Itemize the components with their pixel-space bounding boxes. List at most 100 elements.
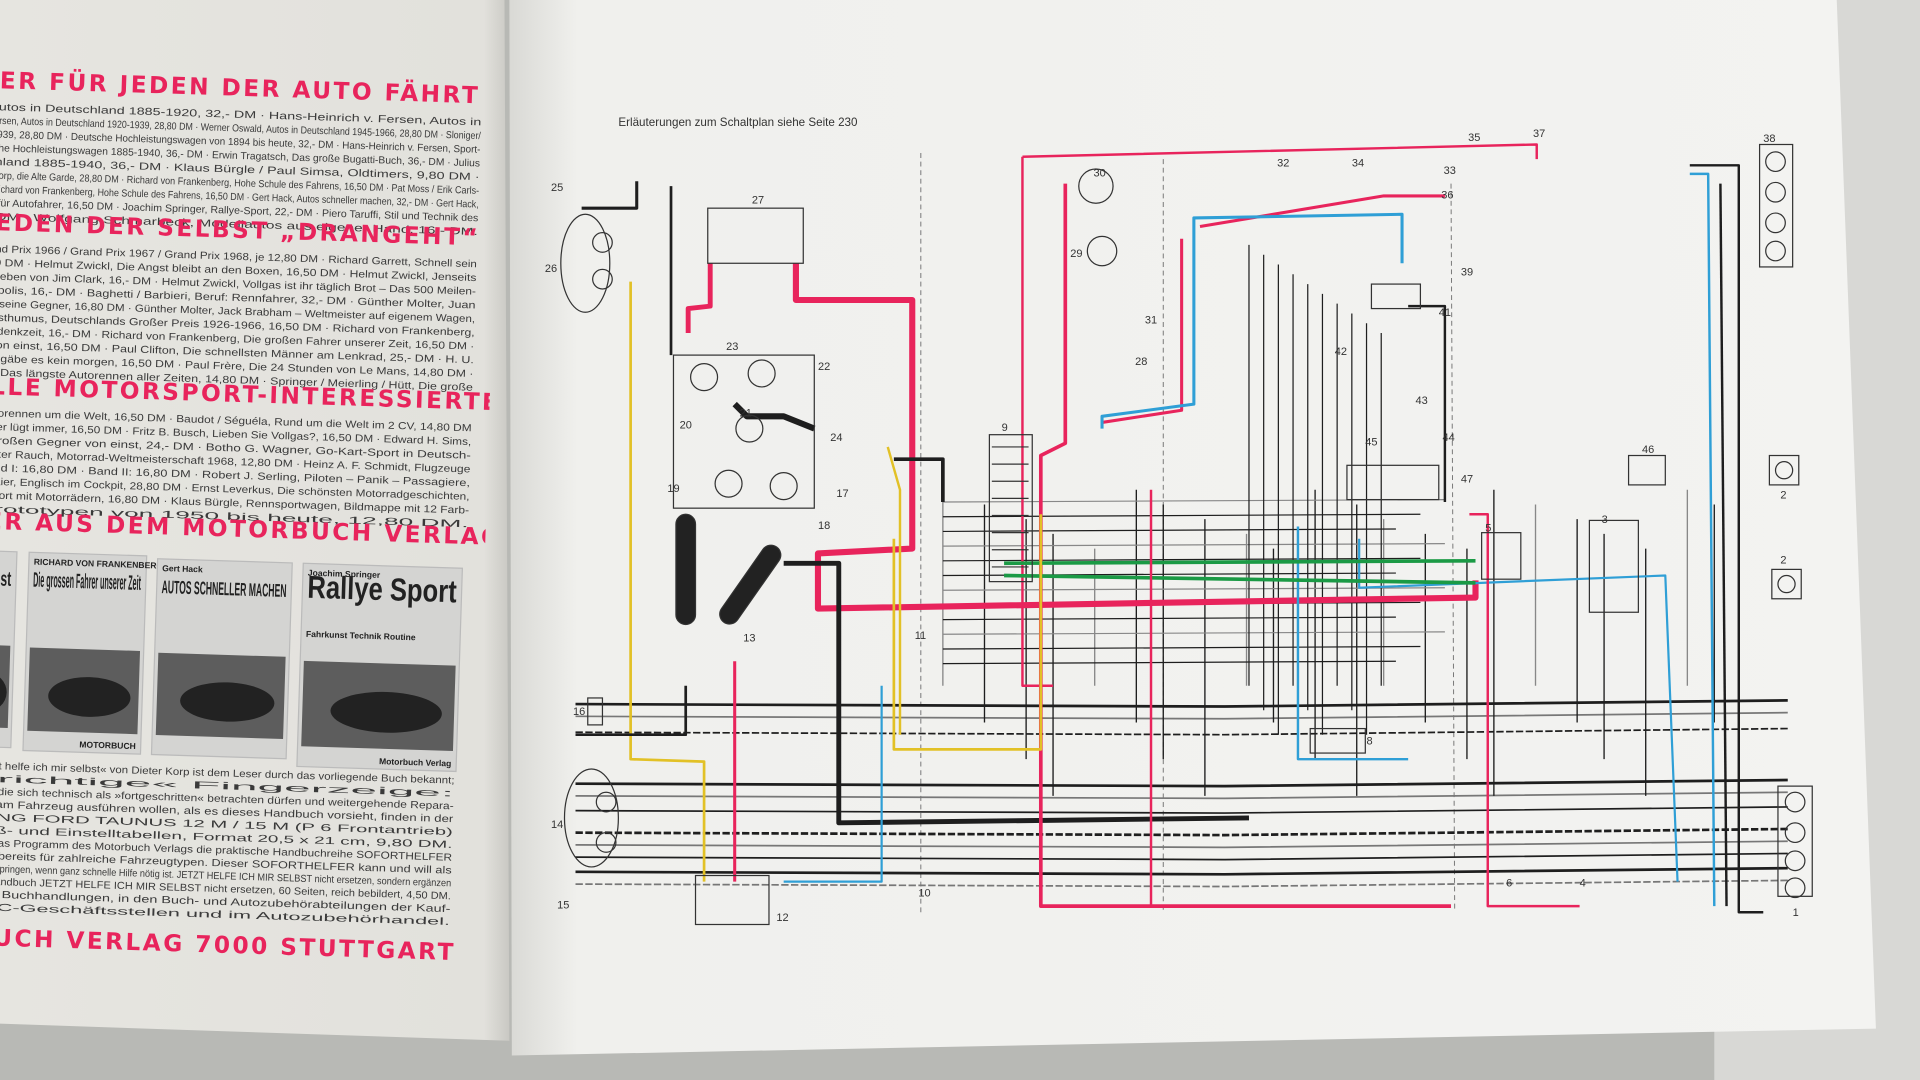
component-number-label: 25 xyxy=(551,182,563,194)
component-number-label: 23 xyxy=(726,341,738,353)
wire xyxy=(575,685,688,737)
cover-footer: MOTORBUCH xyxy=(79,739,136,751)
lamp-2 xyxy=(1768,454,1802,600)
component-number-label: 17 xyxy=(836,488,848,500)
component-number-label: 38 xyxy=(1763,133,1775,145)
wire xyxy=(575,866,1788,876)
component-number-label: 27 xyxy=(752,194,764,206)
wire xyxy=(942,660,1396,665)
component-number-label: 12 xyxy=(776,912,788,924)
component-number-label: 31 xyxy=(1145,314,1157,326)
component-number-label: 28 xyxy=(1135,356,1147,368)
component-number-label: 32 xyxy=(1277,158,1289,170)
component-number-label: 2 xyxy=(1780,554,1786,566)
wiper-motor xyxy=(1078,168,1118,267)
component-number-label: 30 xyxy=(1093,167,1105,179)
component-number-label: 6 xyxy=(1506,878,1512,890)
diagram-caption: Erläuterungen zum Schaltplan siehe Seite… xyxy=(618,116,858,129)
wire xyxy=(1469,513,1580,908)
cover-author: Joachim Springer xyxy=(308,568,381,580)
wire xyxy=(575,840,1788,849)
component-number-label: 1 xyxy=(1793,907,1799,919)
component-number-label: 35 xyxy=(1468,132,1480,144)
wire xyxy=(1038,183,1452,908)
wire xyxy=(1101,238,1184,424)
wire xyxy=(575,806,1788,814)
wire xyxy=(685,263,713,334)
wire xyxy=(783,560,1250,826)
cover-title: Rallye Sport xyxy=(307,569,458,610)
wire xyxy=(575,879,1788,888)
component-number-label: 20 xyxy=(680,420,692,432)
component-number-label: 21 xyxy=(740,407,752,419)
component-number-label: 22 xyxy=(818,361,830,373)
wire xyxy=(942,543,1445,547)
book-cover: RICHARD VON FRANKENBERGDie grossen Fahre… xyxy=(22,551,164,755)
left-page xyxy=(0,0,510,1041)
wire xyxy=(575,827,1788,837)
component-number-label: 26 xyxy=(545,263,557,275)
component-number-label: 5 xyxy=(1485,522,1491,534)
instrument-cluster xyxy=(672,354,815,509)
switch-46 xyxy=(1627,454,1666,486)
wire xyxy=(892,514,1043,751)
wire xyxy=(942,528,1396,533)
component-number-label: 19 xyxy=(667,483,679,495)
bulb-16 xyxy=(587,697,604,726)
component-number-label: 24 xyxy=(830,432,842,444)
component-number-label: 33 xyxy=(1444,165,1456,177)
wire xyxy=(942,631,1445,635)
wire xyxy=(575,699,1788,708)
regulator-5 xyxy=(1481,519,1639,613)
wire xyxy=(1100,212,1404,429)
component-number-label: 3 xyxy=(1602,514,1608,526)
component-number-label: 42 xyxy=(1335,346,1347,358)
headlight-left-top xyxy=(560,213,613,313)
wire xyxy=(575,727,1788,736)
component-number-label: 14 xyxy=(551,819,563,831)
component-number-label: 16 xyxy=(573,706,585,718)
component-number-label: 13 xyxy=(743,633,755,645)
wire xyxy=(942,616,1396,621)
component-number-label: 37 xyxy=(1533,128,1545,140)
component-number-label: 41 xyxy=(1439,307,1451,319)
component-number-label: 18 xyxy=(818,520,830,532)
wire xyxy=(1689,164,1764,914)
wire xyxy=(629,281,706,882)
cover-title: Die grossen Fahrer unserer Zeit xyxy=(33,569,141,595)
book-cover: Gert HackAUTOS SCHNELLER MACHEN xyxy=(150,558,293,760)
fuse-box-9 xyxy=(988,434,1033,583)
wire xyxy=(575,711,1788,720)
component-number-label: 36 xyxy=(1441,189,1453,201)
component-number-label: 15 xyxy=(557,900,569,912)
component-number-label: 39 xyxy=(1461,267,1473,279)
wire xyxy=(575,778,1788,788)
connector-38 xyxy=(1758,143,1794,268)
wire xyxy=(732,401,816,432)
wire xyxy=(1004,558,1476,566)
horn-12 xyxy=(694,874,770,926)
headlight-left-bottom xyxy=(563,768,619,868)
wire xyxy=(581,181,639,210)
book-cover: ssen nst xyxy=(0,549,18,749)
wire xyxy=(575,791,1788,800)
wire xyxy=(1022,143,1538,160)
component-number-label: 34 xyxy=(1352,158,1364,170)
component-number-label: 29 xyxy=(1070,248,1082,260)
ignition-coil xyxy=(675,513,782,626)
cover-footer: Motorbuch Verlag xyxy=(379,756,452,768)
wire xyxy=(1004,573,1476,585)
cover-subtitle: Fahrkunst Technik Routine xyxy=(306,629,416,642)
wire xyxy=(1021,156,1054,687)
wire xyxy=(792,263,1479,612)
wire xyxy=(783,685,883,883)
component-number-label: 2 xyxy=(1780,489,1786,501)
cover-title: ssen nst xyxy=(0,566,12,591)
switch-panel xyxy=(1309,283,1440,754)
wire xyxy=(1358,538,1679,882)
component-number-label: 11 xyxy=(915,630,926,642)
component-number-label: 46 xyxy=(1642,444,1654,456)
relay-27 xyxy=(707,207,804,264)
